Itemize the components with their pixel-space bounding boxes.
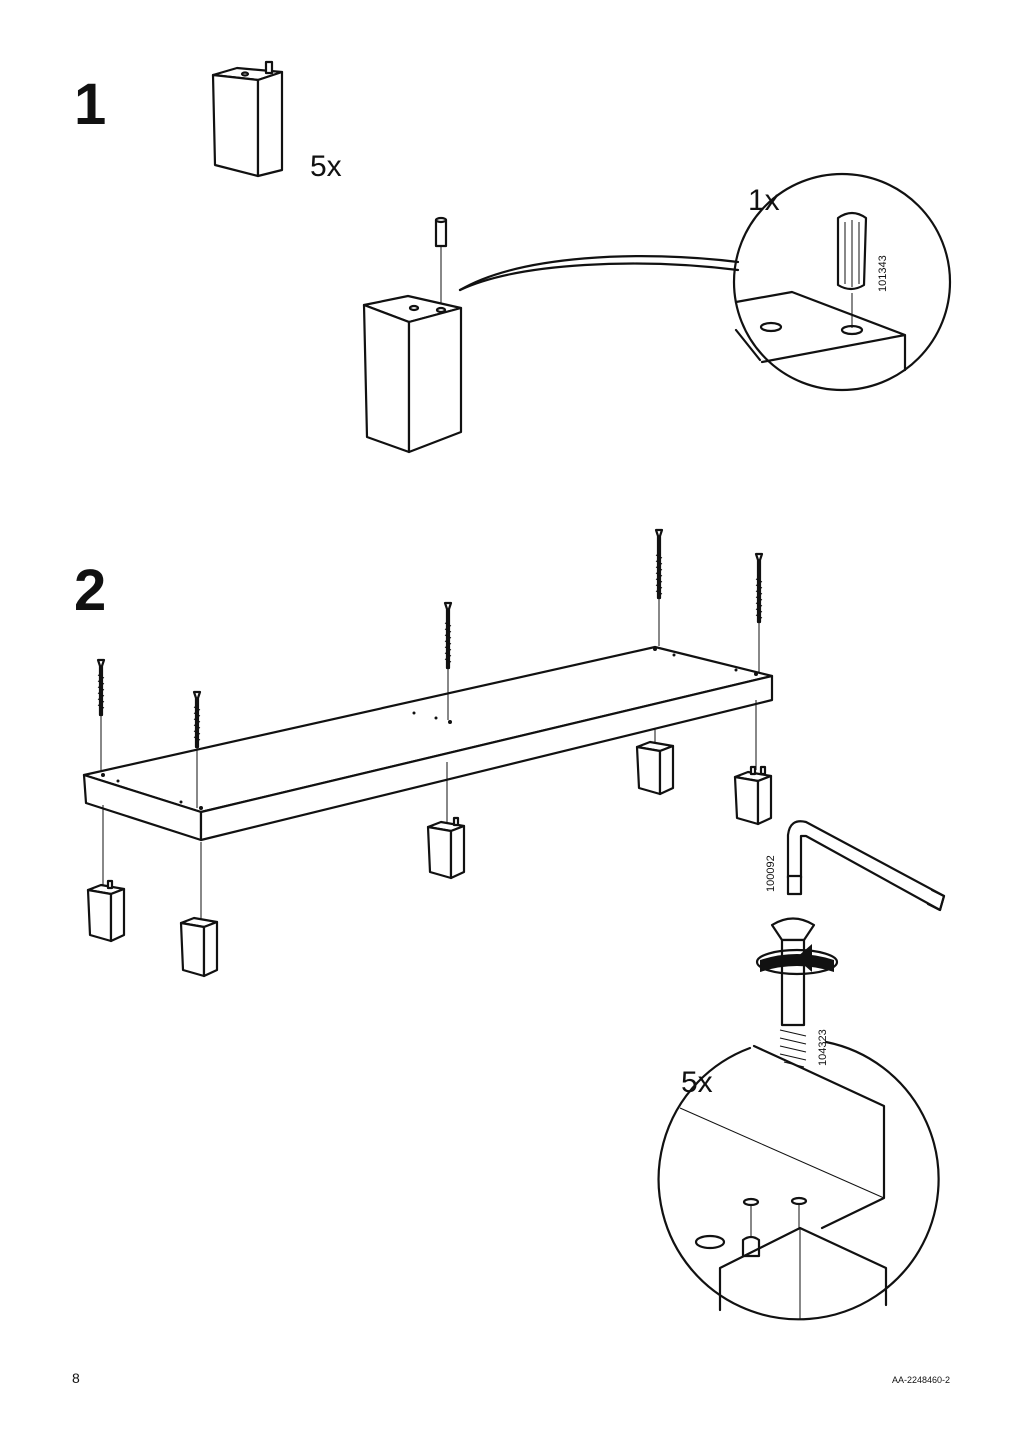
allen-key-icon [786,820,946,912]
allen-key-part-number: 100092 [765,855,777,892]
small-leg-icon [211,60,284,178]
board [82,645,774,842]
legs-below-board [86,700,773,978]
document-id: AA-2248460-2 [892,1375,951,1385]
screws [96,528,764,808]
dowel-part-number: 101343 [877,255,889,292]
screw-detail-circle [657,1040,940,1321]
step-1-number: 1 [74,72,107,137]
screw-turn-detail [755,917,839,1068]
screw-part-number: 104323 [817,1029,829,1066]
step-1-dowel-quantity: 1x [748,184,780,217]
step-1-leg-quantity: 5x [310,150,342,183]
page-number: 8 [72,1370,80,1386]
callout-link [458,255,740,292]
leg-with-dowel [362,216,463,454]
dowel-detail-circle [732,172,952,392]
step-2-number: 2 [74,558,107,623]
